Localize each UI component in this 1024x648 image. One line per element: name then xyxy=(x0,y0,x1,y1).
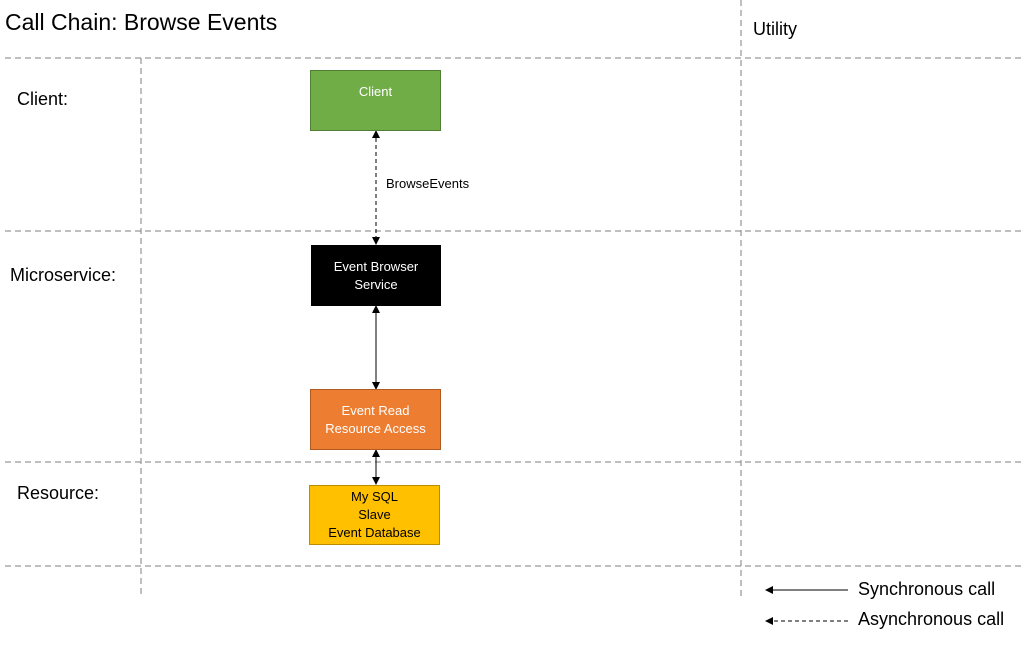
event-database-node: My SQL Slave Event Database xyxy=(309,485,440,545)
lane-label-resource: Resource: xyxy=(17,483,100,503)
event-database-label-line2: Slave xyxy=(358,507,391,522)
diagram-title: Call Chain: Browse Events xyxy=(5,9,278,35)
utility-column-header: Utility xyxy=(753,19,797,39)
lane-label-client: Client: xyxy=(17,89,69,109)
event-read-resource-access-node: Event Read Resource Access xyxy=(310,389,441,450)
client-node: Client xyxy=(310,70,441,131)
event-browser-service-label-line1: Event Browser xyxy=(333,258,419,274)
lane-label-microservice: Microservice: xyxy=(10,265,117,285)
event-read-label-line1: Event Read xyxy=(341,402,410,418)
browse-events-edge-label: BrowseEvents xyxy=(386,176,470,191)
event-browser-service-node: Event Browser Service xyxy=(311,245,441,306)
event-database-label-line3: Event Database xyxy=(328,525,421,540)
event-browser-service-label-line2: Service xyxy=(354,276,398,292)
event-database-label-line1: My SQL xyxy=(351,489,398,504)
legend-sync-label: Synchronous call xyxy=(858,579,996,599)
legend-async-label: Asynchronous call xyxy=(858,609,1005,629)
event-read-label-line2: Resource Access xyxy=(325,420,426,436)
client-node-label: Client xyxy=(358,83,393,99)
